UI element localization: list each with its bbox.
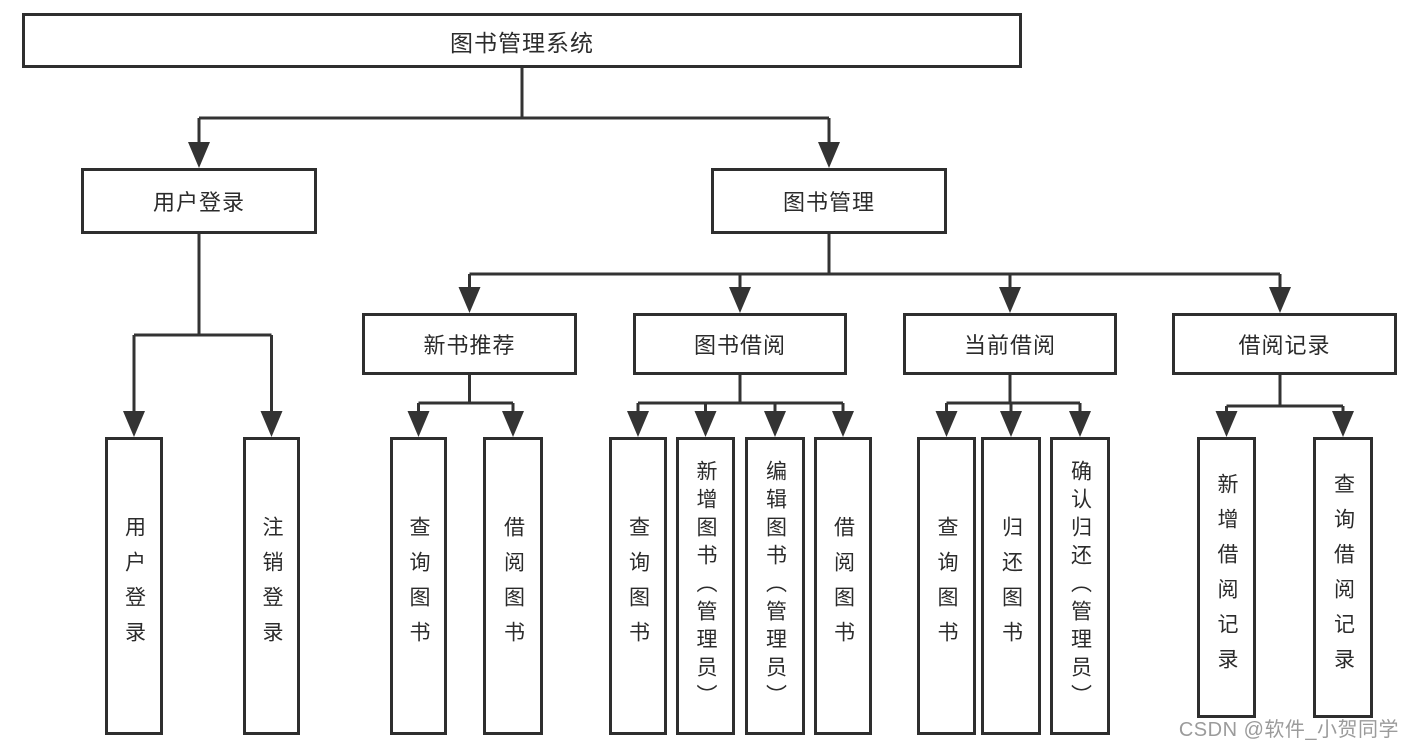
node-current-borrowing: 当前借阅 <box>903 313 1117 375</box>
node-borrowing-records-label: 借阅记录 <box>1238 333 1331 358</box>
node-user-login: 用户登录 <box>81 168 317 234</box>
node-root-library-system: 图书管理系统 <box>22 13 1022 68</box>
node-new-book-recommend: 新书推荐 <box>362 313 577 375</box>
leaf-user-login-label: 用户登录 <box>122 516 146 656</box>
leaf-user-login: 用户登录 <box>105 437 163 735</box>
node-new-book-recommend-label: 新书推荐 <box>423 333 516 358</box>
leaf-query-books-recommend: 查询图书 <box>390 437 447 735</box>
leaf-borrow-books-recommend-label: 借阅图书 <box>501 516 525 656</box>
node-book-borrowing: 图书借阅 <box>633 313 847 375</box>
leaf-query-books-current: 查询图书 <box>917 437 976 735</box>
leaf-query-books-borrowing-label: 查询图书 <box>626 516 650 656</box>
leaf-add-books-admin: 新增图书（管理员） <box>676 437 735 735</box>
node-borrowing-records: 借阅记录 <box>1172 313 1397 375</box>
node-current-borrowing-label: 当前借阅 <box>963 333 1056 358</box>
leaf-confirm-return-admin-label: 确认归还（管理员） <box>1068 460 1092 712</box>
leaf-edit-books-admin-label: 编辑图书（管理员） <box>763 460 787 712</box>
arrowheads <box>123 142 1354 437</box>
leaf-borrow-books-label: 借阅图书 <box>831 516 855 656</box>
leaf-logout: 注销登录 <box>243 437 300 735</box>
leaf-query-books-recommend-label: 查询图书 <box>407 516 430 656</box>
leaf-borrow-books-recommend: 借阅图书 <box>483 437 543 735</box>
leaf-logout-label: 注销登录 <box>260 516 283 656</box>
leaf-query-borrow-record-label: 查询借阅记录 <box>1331 472 1355 683</box>
leaf-edit-books-admin: 编辑图书（管理员） <box>745 437 805 735</box>
leaf-add-borrow-record-label: 新增借阅记录 <box>1215 472 1238 683</box>
leaf-query-borrow-record: 查询借阅记录 <box>1313 437 1373 718</box>
node-book-management: 图书管理 <box>711 168 947 234</box>
node-user-login-label: 用户登录 <box>152 190 245 215</box>
leaf-borrow-books: 借阅图书 <box>814 437 872 735</box>
leaf-add-borrow-record: 新增借阅记录 <box>1197 437 1256 718</box>
leaf-query-books-borrowing: 查询图书 <box>609 437 667 735</box>
node-book-borrowing-label: 图书借阅 <box>693 333 786 358</box>
node-root-label: 图书管理系统 <box>450 29 594 56</box>
leaf-query-books-current-label: 查询图书 <box>935 516 958 656</box>
leaf-confirm-return-admin: 确认归还（管理员） <box>1050 437 1110 735</box>
leaf-return-books-label: 归还图书 <box>999 516 1023 656</box>
leaf-add-books-admin-label: 新增图书（管理员） <box>694 460 717 712</box>
leaf-return-books: 归还图书 <box>981 437 1041 735</box>
node-book-management-label: 图书管理 <box>782 190 875 215</box>
csdn-watermark: CSDN @软件_小贺同学 <box>1178 719 1399 741</box>
